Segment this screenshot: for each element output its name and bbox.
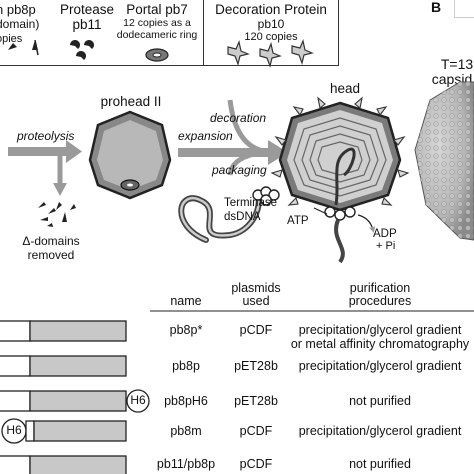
construct-bar [0,389,150,413]
portal-title: Portal pb7 [126,2,188,17]
prohead-ii-particle [88,110,172,200]
dsdna-label: dsDNA [224,211,261,223]
row-name: pb11/pb8p [156,457,216,471]
construct-bar [1,418,127,444]
decoration-title: Decoration Protein [215,2,327,17]
row-name: pb8p [172,359,200,373]
packaging-label: packaging [212,163,267,177]
t13-capsid-image [414,81,474,241]
pb8p-label-3: opies [0,33,23,45]
proteolysis-label: proteolysis [17,129,75,143]
panel-b-label: B [431,0,442,15]
decoration-label: decoration [210,111,267,125]
row-procedure-2: or metal affinity chromatography [290,337,470,351]
row-plasmid: pCDF [239,424,273,438]
construct-bar [0,455,127,474]
delta-domain-fragments [38,202,76,227]
row-name: pb8pH6 [164,394,208,408]
adp-label-2: + Pi [376,240,396,252]
header-plasmids-2: used [242,294,270,308]
panel-b-box [454,0,474,18]
row-plasmid: pCDF [239,457,273,471]
decoration-subtitle: pb10 [257,17,285,31]
proteolysis-arrow [8,140,82,196]
row-procedure: precipitation/glycerol gradient [298,424,462,438]
dsdna-terminase [178,186,280,243]
row-plasmid: pET28b [234,394,278,408]
row-plasmid: pCDF [239,323,273,337]
construct-diagrams [0,320,150,474]
head-label: head [329,81,361,96]
row-procedure: not purified [349,394,411,408]
row-plasmid: pET28b [234,359,278,373]
portal-line2: 12 copies as a [123,17,191,29]
construct-bar [0,320,127,342]
protease-subtitle: pb11 [72,17,102,32]
capsid-t13-label: T=13 [440,56,474,72]
portal-ring-icon [145,48,169,62]
delta-domains-label-1: Δ-domains [22,234,80,248]
prohead-label: prohead II [100,94,162,109]
protease-title: Protease [59,2,115,17]
row-name: pb8p* [169,323,203,337]
header-purification-2: procedures [348,294,412,308]
delta-domains-label-2: removed [27,248,75,262]
construct-bar [0,355,127,377]
decoration-copies: 120 copies [244,31,298,43]
header-plasmids-1: plasmids [231,281,281,295]
row-name: pb8m [170,424,202,438]
portal-line3: dodecameric ring [116,29,198,41]
row-procedure: precipitation/glycerol gradient [298,359,462,373]
his-tag-left: H6 [6,423,22,437]
header-purification-1: purification [349,281,411,295]
protease-icons [70,39,95,60]
mature-head-particle [270,96,410,264]
pb8p-label-2: domain) [0,17,40,31]
terminase-label: Terminase [224,197,278,209]
row-procedure: not purified [349,457,411,471]
adp-label-1: ADP [373,228,397,240]
row-procedure: precipitation/glycerol gradient [298,323,462,337]
pb8p-icons [8,39,39,56]
decoration-icons [227,39,314,69]
expansion-arrow [178,99,288,176]
pb8p-label-1: n pb8p [0,2,36,17]
his-tag-right: H6 [130,393,146,407]
header-name: name [170,294,202,308]
atp-label: ATP [287,215,309,227]
expansion-label: expansion [178,129,233,143]
